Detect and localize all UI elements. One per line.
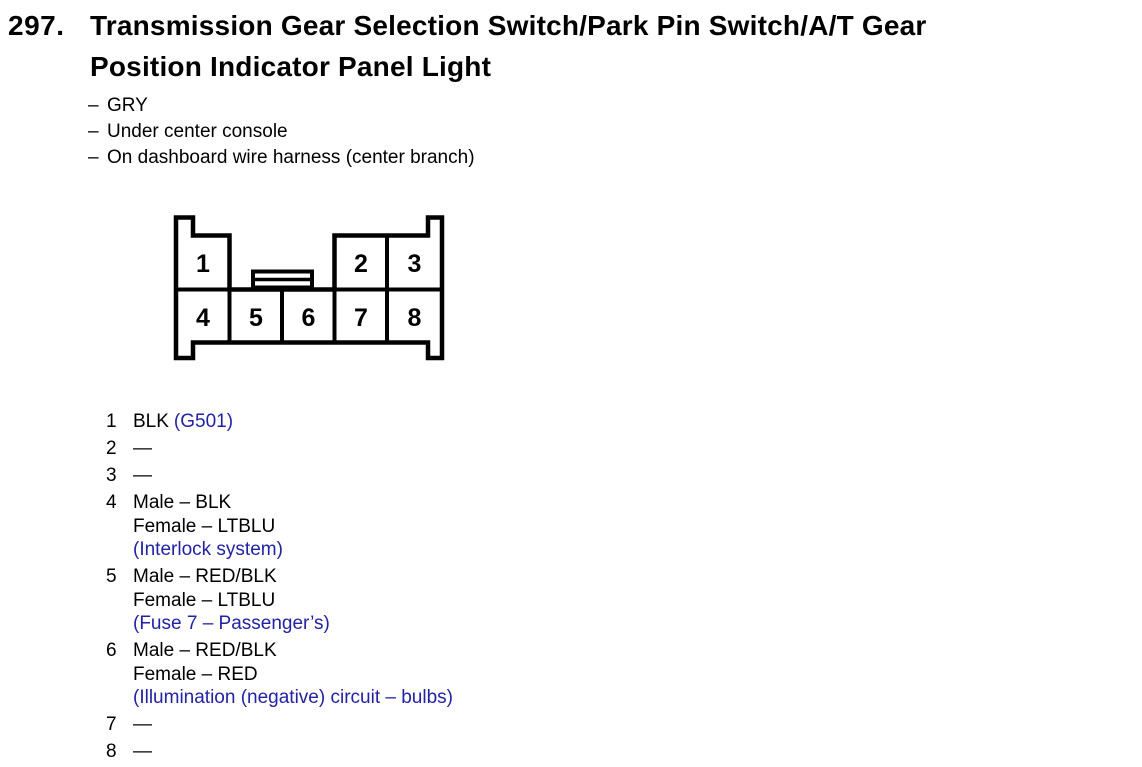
pin-female-wire: Female – LTBLU xyxy=(133,515,276,537)
pin-row-7: 7 — xyxy=(106,713,453,737)
pin-female-wire: Female – RED xyxy=(133,663,258,685)
cavity-number-4: 4 xyxy=(196,304,210,332)
section-number: 297. xyxy=(8,10,65,41)
pin-circuit-note: (G501) xyxy=(173,411,234,432)
pin-wire-line: — xyxy=(133,741,152,762)
connector-details-list: – GRY – Under center console – On dashbo… xyxy=(88,93,475,171)
pin-number: 8 xyxy=(106,741,117,762)
pin-number: 6 xyxy=(106,640,117,661)
detail-harness: On dashboard wire harness (center branch… xyxy=(107,147,475,168)
cavity-number-7: 7 xyxy=(354,304,368,332)
connector-outline xyxy=(173,215,445,361)
pin-number: 5 xyxy=(106,566,117,587)
pin-wire-line: — xyxy=(133,714,152,735)
detail-location: Under center console xyxy=(107,121,288,142)
cavity-number-6: 6 xyxy=(302,304,316,332)
cavity-number-3: 3 xyxy=(408,250,422,278)
pin-number: 4 xyxy=(106,492,117,513)
pin-row-6: 6 Male – RED/BLK Female – RED (Illuminat… xyxy=(106,639,453,710)
detail-color: GRY xyxy=(107,95,148,116)
pin-assignment-list: 1 BLK(G501) 2 — 3 — 4 Male – BLK Female … xyxy=(106,410,453,767)
cavity-number-2: 2 xyxy=(354,250,368,278)
page-title-line1: Transmission Gear Selection Switch/Park … xyxy=(90,10,927,41)
pin-row-4: 4 Male – BLK Female – LTBLU (Interlock s… xyxy=(106,491,453,562)
pin-row-8: 8 — xyxy=(106,740,453,764)
pin-row-1: 1 BLK(G501) xyxy=(106,410,453,434)
list-item: – Under center console xyxy=(88,119,475,145)
pin-circuit-note: (Illumination (negative) circuit – bulbs… xyxy=(133,687,453,708)
cavity-divider-line xyxy=(227,289,389,343)
cavity-number-5: 5 xyxy=(249,304,263,332)
page-title-line2: Position Indicator Panel Light xyxy=(90,51,492,82)
page-title: Transmission Gear Selection Switch/Park … xyxy=(90,5,927,87)
dash-bullet: – xyxy=(88,147,99,168)
dash-bullet: – xyxy=(88,95,99,116)
cavity-number-1: 1 xyxy=(196,250,210,278)
pin-male-wire: Male – RED/BLK xyxy=(133,640,277,661)
pin-number: 1 xyxy=(106,411,117,432)
pin-row-5: 5 Male – RED/BLK Female – LTBLU (Fuse 7 … xyxy=(106,565,453,636)
cavity-number-8: 8 xyxy=(408,304,422,332)
pin-circuit-note: (Interlock system) xyxy=(133,539,283,560)
pin-circuit-note: (Fuse 7 – Passenger’s) xyxy=(133,613,330,634)
pin-male-wire: Male – RED/BLK xyxy=(133,566,277,587)
pin-wire-color: BLK xyxy=(133,411,169,432)
list-item: – GRY xyxy=(88,93,475,119)
pin-wire-line: BLK(G501) xyxy=(133,410,233,434)
pin-number: 3 xyxy=(106,465,117,486)
connector-diagram: 1 2 3 4 5 6 7 8 xyxy=(172,211,448,363)
pin-row-2: 2 — xyxy=(106,437,453,461)
section-header: 297. Transmission Gear Selection Switch/… xyxy=(8,5,1138,87)
pin-number: 2 xyxy=(106,438,117,459)
pin-male-wire: Male – BLK xyxy=(133,492,232,513)
pin-number: 7 xyxy=(106,714,117,735)
dash-bullet: – xyxy=(88,121,99,142)
list-item: – On dashboard wire harness (center bran… xyxy=(88,145,475,171)
pin-female-wire: Female – LTBLU xyxy=(133,589,276,611)
pin-row-3: 3 — xyxy=(106,464,453,488)
pin-wire-line: — xyxy=(133,465,152,486)
pin-wire-line: — xyxy=(133,438,152,459)
